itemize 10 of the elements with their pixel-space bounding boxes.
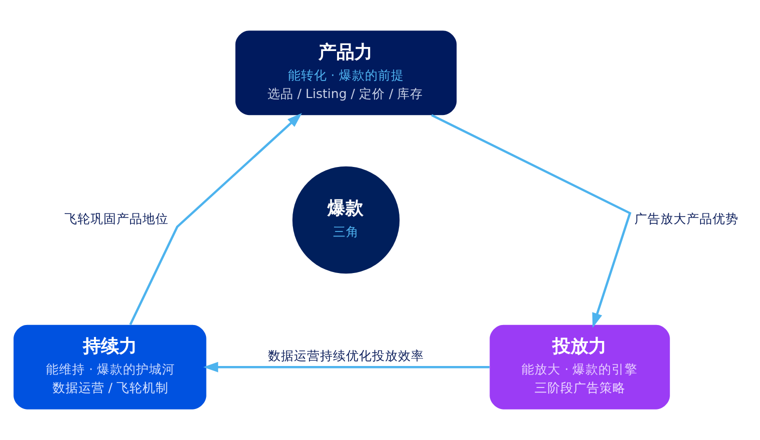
edge-label: 飞轮巩固产品地位	[64, 211, 168, 226]
arrow	[430, 114, 631, 328]
node-box: 投放力 能放大 · 爆款的引擎 三阶段广告策略	[489, 324, 670, 410]
edge-label: 数据运营持续优化投放效率	[267, 348, 424, 364]
node-box: 持续力 能维持 · 爆款的护城河 数据运营 / 飞轮机制	[13, 324, 206, 410]
arrow	[202, 362, 489, 372]
edge-label: 广告放大产品优势	[634, 211, 738, 226]
node-box: 产品力 能转化 · 爆款的前提 选品 / Listing / 定价 / 库存	[234, 30, 456, 116]
node-circle: 爆款 三角	[292, 166, 400, 274]
arrow	[128, 113, 302, 326]
